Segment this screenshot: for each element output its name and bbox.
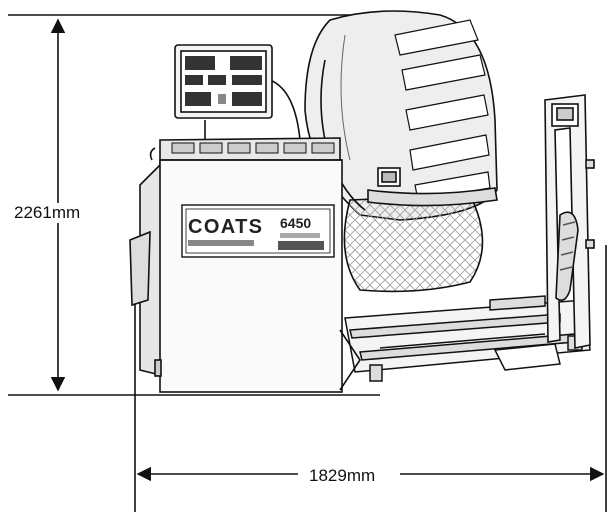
model-badge: 6450 xyxy=(280,215,311,231)
lift-arm-frame xyxy=(544,94,595,349)
width-dimension-label: 1829mm xyxy=(303,466,382,486)
display-readouts xyxy=(185,56,262,106)
truck-tire xyxy=(304,10,498,293)
display-console xyxy=(174,44,301,150)
accessory-tray xyxy=(171,142,335,154)
height-dimension-label: 2261mm xyxy=(12,203,83,223)
coats-logo: COATS xyxy=(188,216,262,238)
balancer-cabinet: COATS 6450 xyxy=(129,137,361,393)
